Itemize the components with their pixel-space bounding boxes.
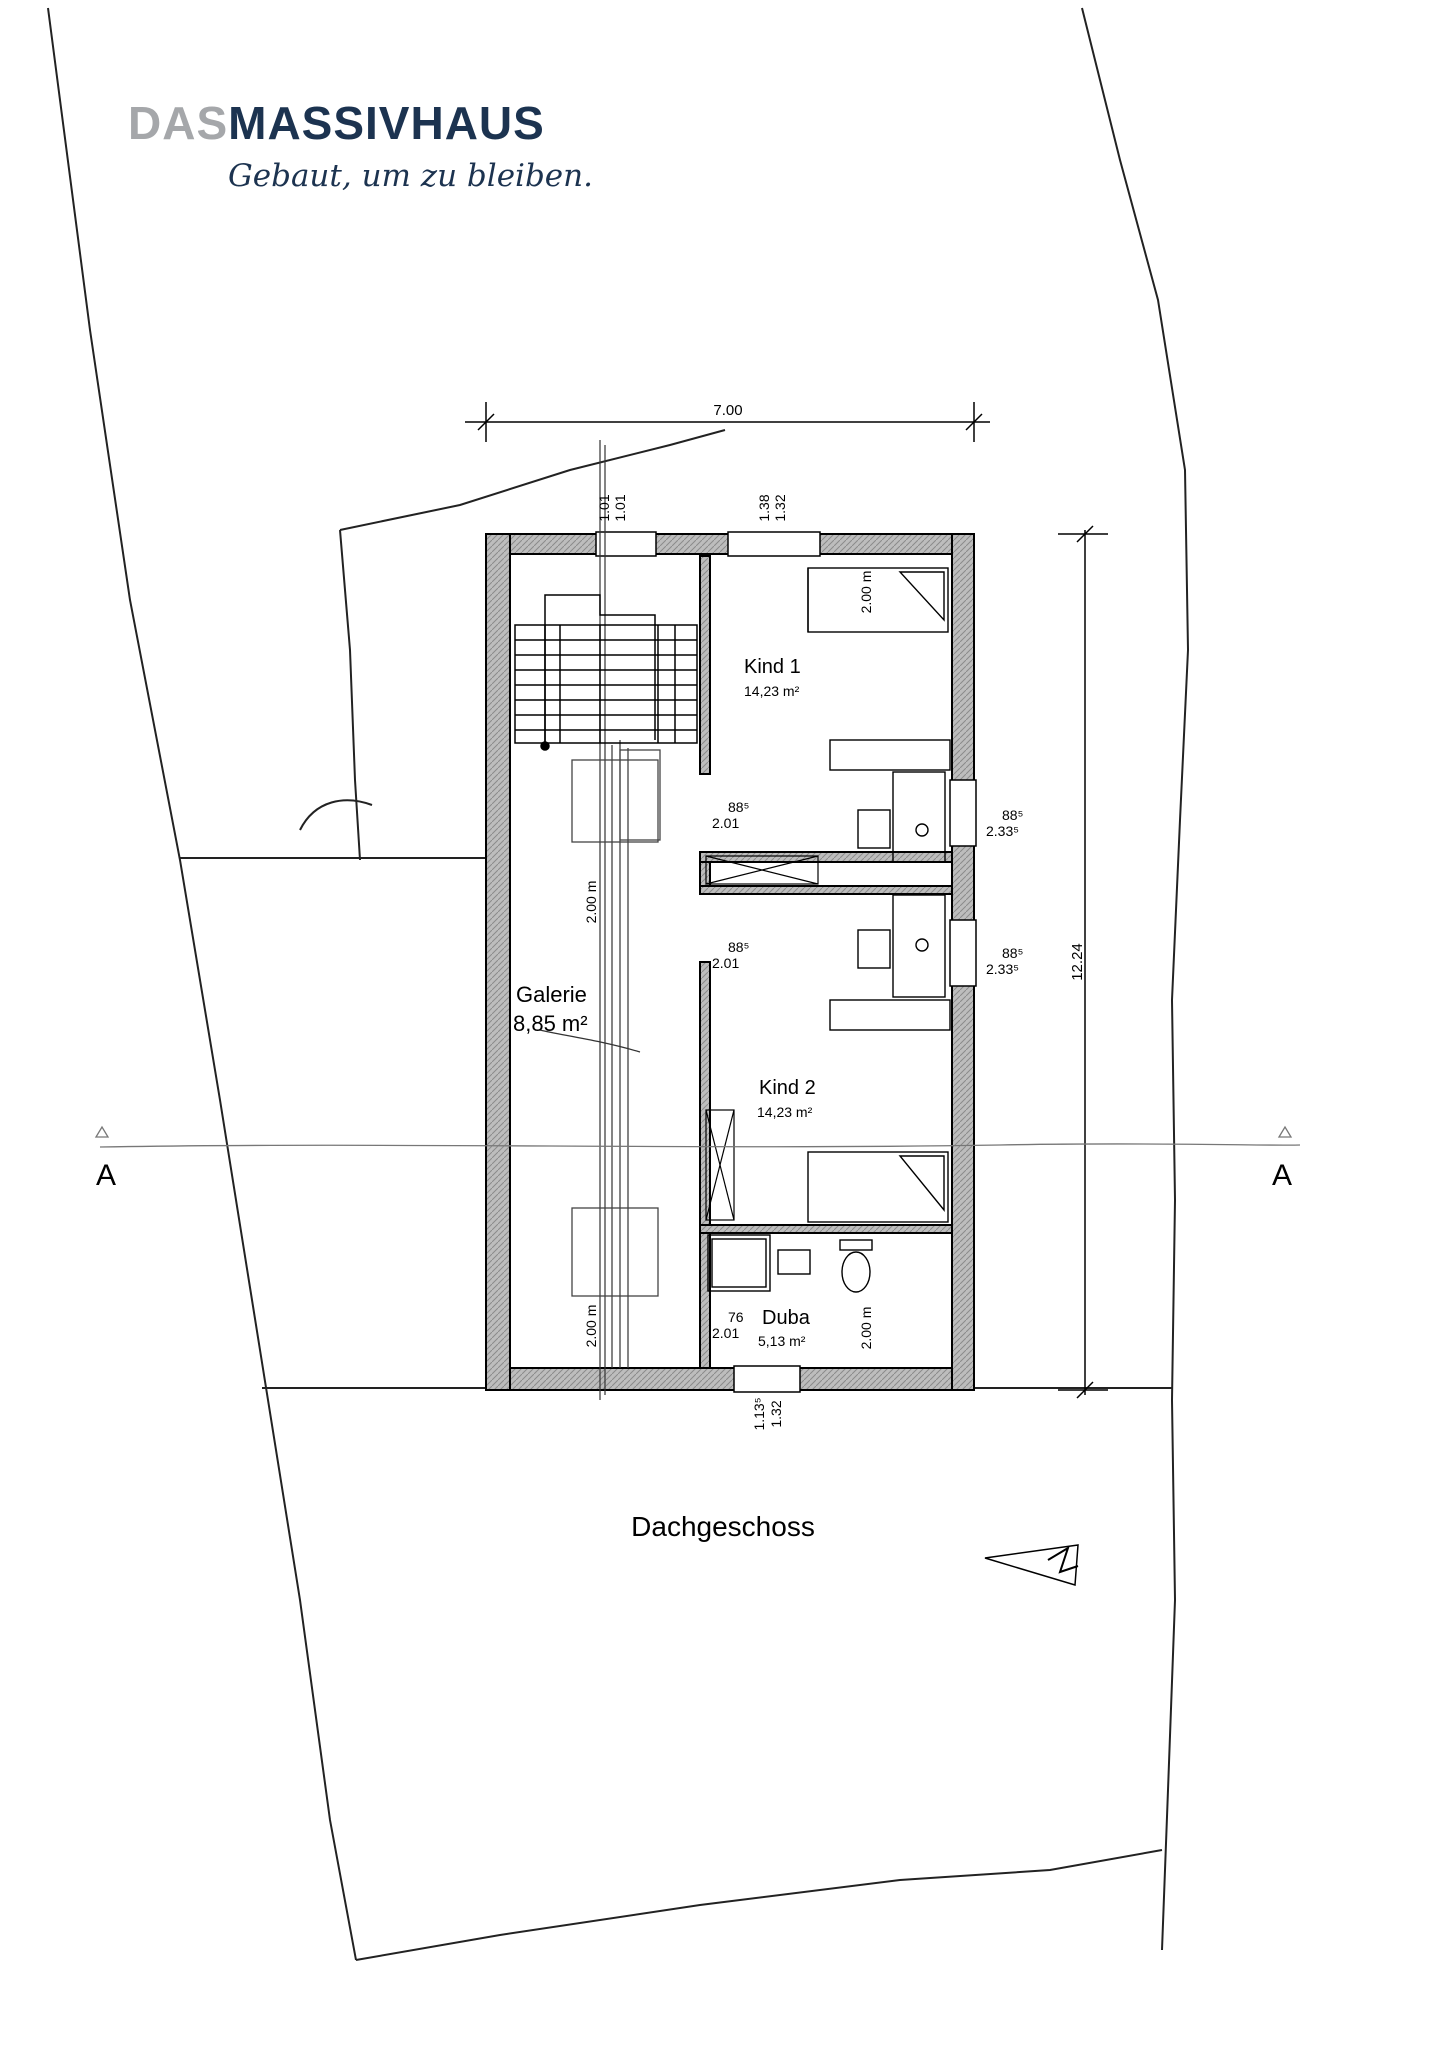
bath-fixtures — [707, 1234, 873, 1293]
logo-massivhaus: MASSIVHAUS — [228, 97, 545, 149]
bed-kind2 — [807, 1151, 949, 1223]
door-kind2-width: 88⁵ — [728, 939, 749, 955]
door-duba-height: 2.01 — [712, 1325, 739, 1341]
room-galerie-area: 8,85 m² — [513, 1011, 588, 1036]
window-right2-height: 2.33⁵ — [986, 961, 1019, 977]
desk-kind2 — [829, 894, 951, 1031]
north-arrow-icon — [984, 1544, 1079, 1586]
window-right1-width: 88⁵ — [1002, 807, 1023, 823]
section-line — [94, 1125, 1301, 1148]
height-line-kind1: 2.00 m — [858, 571, 874, 614]
door-kind1-width: 88⁵ — [728, 799, 749, 815]
room-duba-area: 5,13 m² — [758, 1333, 806, 1349]
company-logo: DASMASSIVHAUS Gebaut, um zu bleiben. — [128, 100, 593, 194]
height-line-galerie-bottom: 2.00 m — [583, 1305, 599, 1348]
top-window-b2: 1.32 — [772, 494, 788, 521]
bottom-window-1: 1.13⁵ — [751, 1397, 767, 1430]
top-window-a2: 1.01 — [612, 494, 628, 521]
door-kind1-height: 2.01 — [712, 815, 739, 831]
bottom-window-2: 1.32 — [768, 1400, 784, 1427]
window-right2-width: 88⁵ — [1002, 945, 1023, 961]
wardrobes — [705, 855, 819, 1221]
logo-das: DAS — [128, 97, 229, 149]
bed-kind1 — [807, 567, 949, 633]
room-kind1-name: Kind 1 — [744, 656, 801, 678]
door-kind2-height: 2.01 — [712, 955, 739, 971]
interior-walls — [699, 555, 953, 1369]
room-duba-name: Duba — [762, 1307, 811, 1329]
dimension-depth-label: 12.24 — [1069, 943, 1086, 981]
height-line-galerie: 2.00 m — [583, 881, 599, 924]
door-duba-width: 76 — [728, 1309, 744, 1325]
dimension-width — [465, 402, 990, 442]
height-line-duba: 2.00 m — [858, 1307, 874, 1350]
logo-slogan: Gebaut, um zu bleiben. — [228, 158, 593, 194]
site-boundary — [47, 7, 1190, 1961]
room-kind2-name: Kind 2 — [759, 1077, 816, 1099]
section-mark-left: A — [96, 1159, 116, 1192]
desk-kind1 — [829, 739, 951, 863]
interior-sketch-lines — [539, 440, 641, 1400]
staircase — [514, 594, 698, 751]
logo-wordmark: DASMASSIVHAUS — [128, 100, 588, 146]
top-window-b1: 1.38 — [756, 494, 772, 521]
room-kind2-area: 14,23 m² — [757, 1104, 813, 1120]
window-openings — [595, 531, 977, 1393]
room-kind1-area: 14,23 m² — [744, 683, 800, 699]
dimension-width-label: 7.00 — [713, 402, 742, 419]
top-window-a1: 1.01 — [596, 494, 612, 521]
roof-windows — [571, 749, 661, 1297]
room-galerie-name: Galerie — [516, 982, 587, 1007]
dimension-depth — [1058, 525, 1108, 1399]
floor-title: Dachgeschoss — [631, 1511, 815, 1542]
section-mark-right: A — [1272, 1159, 1292, 1192]
window-right1-height: 2.33⁵ — [986, 823, 1019, 839]
